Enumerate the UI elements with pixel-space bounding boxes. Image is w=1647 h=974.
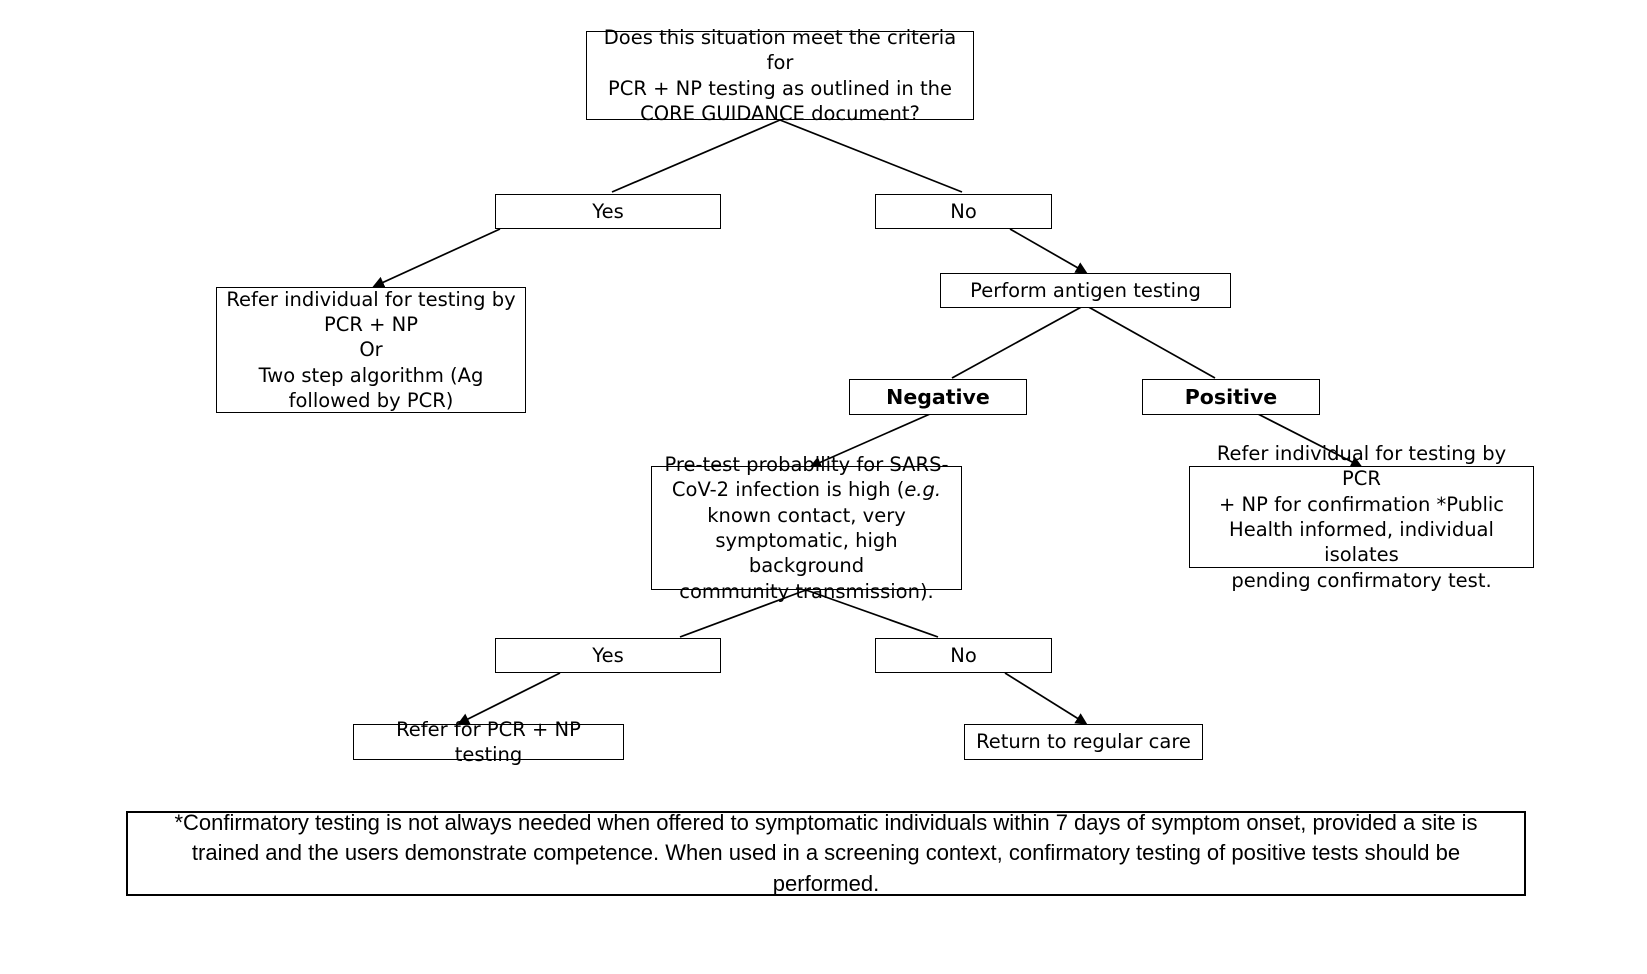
- node-return-regular-care[interactable]: Return to regular care: [964, 724, 1203, 760]
- node-positive-outcome-label: Refer individual for testing by PCR + NP…: [1216, 441, 1507, 592]
- node-antigen-positive[interactable]: Positive: [1142, 379, 1320, 415]
- edge-no-to-antigen: [1009, 228, 1088, 274]
- node-pretest-yes-label: Yes: [592, 643, 624, 667]
- node-positive-outcome[interactable]: Refer individual for testing by PCR + NP…: [1189, 442, 1534, 592]
- node-refer-for-pcr-np-testing-label: Refer for PCR + NP testing: [396, 717, 581, 766]
- node-root-yes-label: Yes: [592, 199, 624, 223]
- edge-root-to-no: [779, 119, 963, 193]
- node-refer-for-pcr-np-testing[interactable]: Refer for PCR + NP testing: [353, 718, 624, 766]
- pretest-text-italic: e.g.: [904, 478, 942, 502]
- node-return-regular-care-label: Return to regular care: [976, 730, 1191, 754]
- node-pretest-probability-label: Pre-test probability for SARS- CoV-2 inf…: [658, 452, 955, 604]
- node-pretest-no-label: No: [950, 643, 977, 667]
- node-root-question-label: Does this situation meet the criteria fo…: [603, 25, 957, 125]
- node-pretest-probability[interactable]: Pre-test probability for SARS- CoV-2 inf…: [651, 453, 962, 601]
- node-pretest-yes[interactable]: Yes: [495, 638, 721, 673]
- edge-antigen-to-positive: [1084, 304, 1216, 379]
- edge-yes-to-refer: [372, 228, 501, 288]
- edge-yes-to-refer-pcr: [457, 672, 561, 725]
- node-pretest-no[interactable]: No: [875, 638, 1052, 673]
- pretest-text-post: known contact, very symptomatic, high ba…: [679, 503, 934, 603]
- node-root-no[interactable]: No: [875, 194, 1052, 229]
- node-root-no-label: No: [950, 199, 977, 223]
- node-perform-antigen-testing-label: Perform antigen testing: [970, 278, 1201, 302]
- node-antigen-negative-label: Negative: [886, 384, 990, 409]
- node-refer-pcr-np-label: Refer individual for testing by PCR + NP…: [226, 287, 516, 413]
- edge-root-to-yes: [611, 119, 781, 193]
- footnote-text: *Confirmatory testing is not always need…: [174, 809, 1478, 896]
- footnote-box: *Confirmatory testing is not always need…: [126, 809, 1526, 896]
- node-root-question[interactable]: Does this situation meet the criteria fo…: [586, 26, 974, 125]
- node-antigen-positive-label: Positive: [1184, 384, 1278, 409]
- node-antigen-negative[interactable]: Negative: [849, 379, 1027, 415]
- node-refer-pcr-np[interactable]: Refer individual for testing by PCR + NP…: [216, 287, 526, 413]
- edge-antigen-to-negative: [951, 304, 1086, 379]
- node-perform-antigen-testing[interactable]: Perform antigen testing: [940, 273, 1231, 308]
- edge-no-to-return-care: [1004, 672, 1088, 725]
- node-root-yes[interactable]: Yes: [495, 194, 721, 229]
